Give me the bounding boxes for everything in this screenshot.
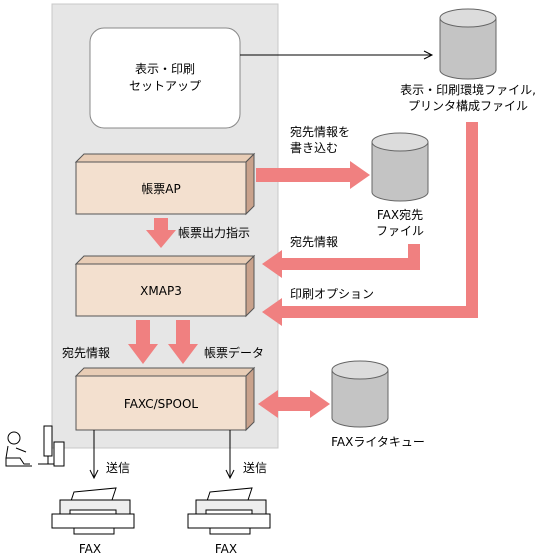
form-data-label: 帳票データ <box>204 345 264 360</box>
fax-dest-label-1: FAX宛先 <box>377 207 423 222</box>
fax-queue-database-icon <box>331 360 389 428</box>
dest-info-arrow <box>262 244 420 278</box>
fax-machine-icon-left <box>51 487 135 535</box>
dest-info-down-arrow <box>128 320 158 364</box>
write-dest-label-1: 宛先情報を <box>290 124 350 139</box>
operator-icon <box>5 425 65 467</box>
write-dest-arrow <box>256 161 370 189</box>
dest-info-down-label: 宛先情報 <box>62 345 110 360</box>
env-file-database-icon <box>439 8 497 80</box>
setup-to-env-arrow <box>240 50 434 60</box>
fax-queue-label: FAXライタキュー <box>331 435 425 449</box>
xmap3-label: XMAP3 <box>140 284 182 298</box>
send-right-line <box>225 430 235 480</box>
setup-label-2: セットアップ <box>129 79 201 93</box>
print-option-arrow <box>262 122 478 326</box>
dest-info-to-xmap-label: 宛先情報 <box>290 234 338 249</box>
send-left-line <box>89 430 99 480</box>
fax-machine-icon-right <box>187 487 271 535</box>
form-data-down-arrow <box>168 320 198 364</box>
env-file-label-2: プリンタ構成ファイル <box>408 99 528 113</box>
setup-box[interactable]: 表示・印刷 セットアップ <box>89 27 241 129</box>
form-output-label: 帳票出力指示 <box>178 225 250 240</box>
xmap3-box[interactable]: XMAP3 <box>74 254 256 318</box>
write-dest-label-2: 書き込む <box>290 141 338 155</box>
fax-right-label: FAX <box>215 542 237 556</box>
faxc-spool-box[interactable]: FAXC/SPOOL <box>74 366 256 432</box>
send-right-label: 送信 <box>243 460 267 475</box>
form-ap-label: 帳票AP <box>141 182 180 196</box>
env-file-label-1: 表示・印刷環境ファイル, <box>400 82 536 97</box>
fax-left-label: FAX <box>79 542 101 556</box>
send-left-label: 送信 <box>106 460 130 475</box>
fax-dest-label-2: ファイル <box>376 224 424 238</box>
faxc-spool-label: FAXC/SPOOL <box>124 397 199 411</box>
setup-label-1: 表示・印刷 <box>135 62 195 76</box>
fax-dest-database-icon <box>371 132 429 202</box>
form-ap-box[interactable]: 帳票AP <box>74 152 256 216</box>
queue-double-arrow <box>258 390 330 418</box>
print-option-label: 印刷オプション <box>290 287 374 301</box>
form-output-arrow <box>146 218 176 248</box>
